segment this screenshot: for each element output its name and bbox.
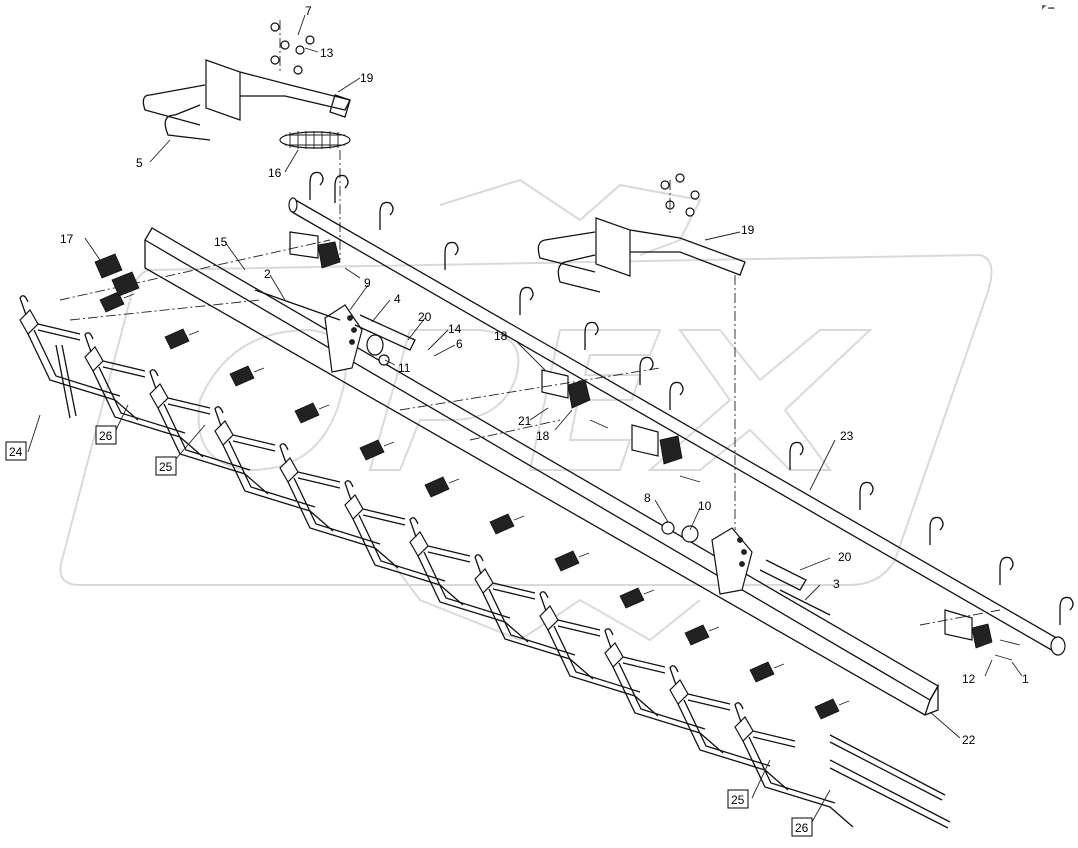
callout-11: 11: [398, 361, 411, 375]
callout-8: 8: [644, 491, 651, 505]
callout-4: 4: [394, 292, 401, 306]
hook-2: [334, 174, 349, 203]
hook-4: [444, 241, 459, 270]
tine-assembly-6: [344, 476, 464, 606]
leader-lines: [27, 14, 1023, 823]
hook-13: [1059, 596, 1074, 625]
spring-17: [94, 253, 140, 297]
hook-8: [669, 381, 684, 410]
rear-tube: [288, 197, 1066, 656]
hook-5: [519, 286, 534, 315]
callout-23: 23: [840, 429, 854, 443]
centre-lines: [59, 20, 1001, 626]
callout-1: 1: [1022, 672, 1029, 686]
mounting-bracket-left: [142, 22, 351, 141]
hook-10: [859, 481, 874, 510]
callout-7: 7: [305, 4, 312, 18]
hook-7: [639, 356, 654, 385]
tine-assembly-9: [539, 587, 659, 717]
callout-16: 16: [268, 166, 282, 180]
spring-tines: [19, 253, 951, 829]
hook-3: [379, 201, 394, 230]
adjuster-bracket-right: [661, 521, 831, 616]
tine-assembly-5: [279, 439, 399, 569]
callout-5: 5: [136, 156, 143, 170]
callout-21: 21: [518, 414, 532, 428]
tine-assembly-12: [734, 698, 854, 828]
hook-6: [584, 321, 599, 350]
watermark-logo: [59, 178, 993, 642]
callout-10: 10: [698, 499, 712, 513]
hook-1: [309, 171, 324, 200]
callout-20b: 20: [838, 550, 852, 564]
callout-19b: 19: [741, 223, 755, 237]
tine-assembly-4: [214, 402, 334, 532]
boxed-callout-26b: 26: [795, 821, 809, 835]
tine-assembly-8: [474, 550, 594, 680]
boxed-callouts: 24 26 25 25 26: [5, 425, 813, 837]
callout-3: 3: [833, 577, 840, 591]
bearing-block-mid2: [631, 424, 701, 483]
callout-12: 12: [962, 672, 976, 686]
callout-22: 22: [962, 733, 976, 747]
boxed-callout-25b: 25: [731, 793, 745, 807]
callout-9: 9: [364, 276, 371, 290]
tine-assembly-3: [149, 365, 269, 495]
callout-6: 6: [456, 337, 463, 351]
callout-17: 17: [60, 232, 74, 246]
bearing-block-left: [289, 231, 361, 279]
tine-assembly-7: [409, 513, 529, 643]
bearing-block-mid: [541, 369, 609, 429]
callout-13: 13: [320, 46, 334, 60]
callout-2: 2: [264, 267, 271, 281]
hook-12: [999, 556, 1014, 585]
callout-15: 15: [214, 235, 228, 249]
tine-assembly-11: [669, 661, 789, 791]
boxed-callout-24: 24: [9, 445, 23, 459]
coil-spring-16: [279, 131, 351, 149]
callout-labels: 7 13 19 5 16 19 17 15 2 9 4 20 14 6 11 1…: [60, 4, 1029, 747]
callout-18: 18: [494, 329, 508, 343]
boxed-callout-26: 26: [99, 429, 113, 443]
callout-20: 20: [418, 310, 432, 324]
front-beam: [144, 227, 939, 716]
hook-11: [929, 516, 944, 545]
corner-mark: ◤ ▬: [1042, 5, 1054, 11]
tube-hooks: [309, 171, 1074, 625]
long-rods-bottom: [829, 734, 951, 829]
tine-assembly-1: [19, 291, 139, 421]
rod-24: [55, 344, 77, 419]
tine-assembly-2: [84, 328, 204, 458]
hook-9: [789, 441, 804, 470]
callout-18b: 18: [536, 429, 550, 443]
adjuster-bracket-left: [254, 289, 416, 373]
tine-assembly-10: [604, 624, 724, 754]
bearing-block-right: [944, 609, 1021, 661]
callout-19: 19: [360, 71, 374, 85]
mounting-bracket-right: [537, 173, 746, 293]
boxed-callout-25: 25: [159, 460, 173, 474]
callout-14: 14: [448, 322, 462, 336]
